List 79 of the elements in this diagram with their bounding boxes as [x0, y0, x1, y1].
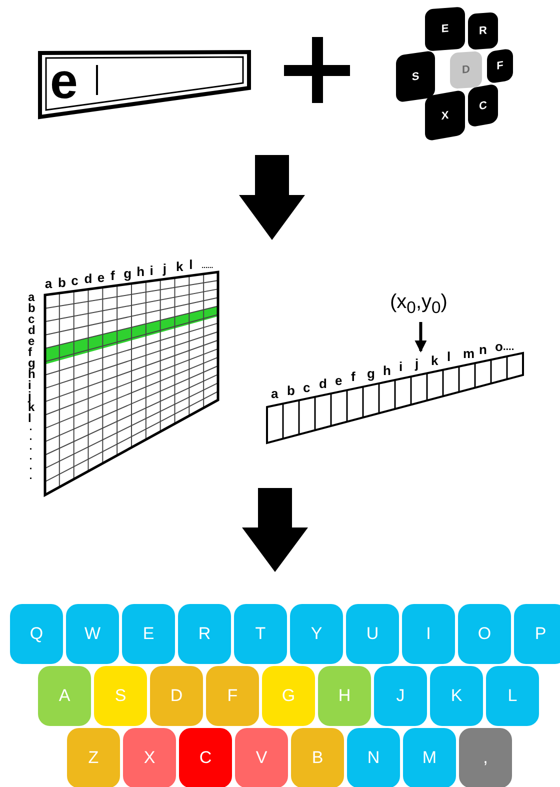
cell-letter: a	[271, 387, 278, 400]
keyboard-key: B	[291, 728, 344, 787]
keyboard-key: S	[396, 50, 435, 103]
row-letter: g	[28, 358, 36, 369]
column-letter: j	[162, 262, 166, 275]
keyboard-key: E	[122, 604, 175, 664]
keyboard-key: ,	[459, 728, 512, 787]
cell-letter: e	[335, 374, 342, 387]
keyboard-key: K	[430, 666, 483, 726]
keyboard-key: Y	[290, 604, 343, 664]
cell-letter: b	[287, 384, 295, 397]
keyboard-key: S	[94, 666, 147, 726]
arrow	[414, 322, 427, 352]
column-letter: h	[136, 265, 145, 278]
row-letter: c	[28, 314, 35, 325]
keyboard-key: N	[347, 728, 400, 787]
keyboard-key: W	[66, 604, 119, 664]
column-letter: i	[150, 264, 154, 277]
cell-letter: l	[447, 350, 451, 364]
cell-letter: n	[479, 343, 487, 356]
keyboard-key: X	[123, 728, 176, 787]
column-letter: e	[97, 270, 105, 284]
cell-letter: m	[463, 346, 475, 360]
cell-letter: ....	[503, 341, 514, 354]
keyboard-key: F	[487, 48, 513, 84]
keyboard-key: P	[514, 604, 560, 664]
column-letter: f	[110, 268, 115, 282]
keyboard-key: V	[235, 728, 288, 787]
keyboard-key: D	[150, 666, 203, 726]
column-letter: k	[176, 260, 184, 274]
row-letter: k	[28, 402, 35, 413]
row-letter: j	[28, 391, 32, 402]
row-letter: h	[28, 369, 36, 380]
cell-letter: h	[383, 364, 391, 377]
cell-letter: c	[303, 380, 310, 394]
cell-letter: o	[495, 340, 503, 354]
keyboard-key: R	[178, 604, 231, 664]
cell-letter: i	[399, 360, 403, 374]
cell-letter: d	[319, 377, 327, 390]
keyboard-key: G	[262, 666, 315, 726]
keyboard-key: D	[450, 50, 482, 90]
row-letter: f	[28, 347, 32, 358]
keyboard-key: O	[458, 604, 511, 664]
row-letter: d	[28, 325, 36, 336]
keyboard-key: E	[425, 6, 465, 52]
keyboard-key: Z	[67, 728, 120, 787]
cell-letter: j	[415, 356, 419, 370]
keyboard-key: H	[318, 666, 371, 726]
keyboard-key: Q	[10, 604, 63, 664]
keyboard-key: F	[206, 666, 259, 726]
row-letter: ......	[27, 428, 37, 487]
column-letter: b	[58, 276, 66, 289]
column-letter: l	[189, 258, 193, 272]
column-letter: c	[71, 274, 78, 287]
row-letter: l	[28, 413, 32, 424]
column-letter: d	[84, 272, 92, 286]
keyboard-key: M	[403, 728, 456, 787]
row-letter: b	[28, 303, 36, 314]
column-letter: a	[44, 277, 52, 290]
cell-letter: f	[351, 370, 356, 384]
row-letter: i	[28, 380, 32, 391]
keyboard-key: R	[468, 12, 498, 50]
coordinate-label: (x$_{0}$,y$_{0}$)	[390, 290, 448, 320]
column-letter: g	[124, 267, 132, 280]
keyboard-key: C	[468, 83, 498, 128]
keyboard-key: X	[425, 89, 465, 142]
keyboard-key: L	[486, 666, 539, 726]
row-letter: a	[28, 292, 35, 303]
keyboard-key: J	[374, 666, 427, 726]
keyboard-key: U	[346, 604, 399, 664]
keyboard-key: I	[402, 604, 455, 664]
typed-letter: e	[50, 54, 78, 108]
keyboard-key: T	[234, 604, 287, 664]
cell-letter: g	[367, 367, 375, 380]
input-field	[38, 50, 251, 120]
row-letter: e	[28, 336, 35, 347]
cell-letter: k	[431, 354, 438, 367]
keyboard-key: A	[38, 666, 91, 726]
keyboard-key: C	[179, 728, 232, 787]
